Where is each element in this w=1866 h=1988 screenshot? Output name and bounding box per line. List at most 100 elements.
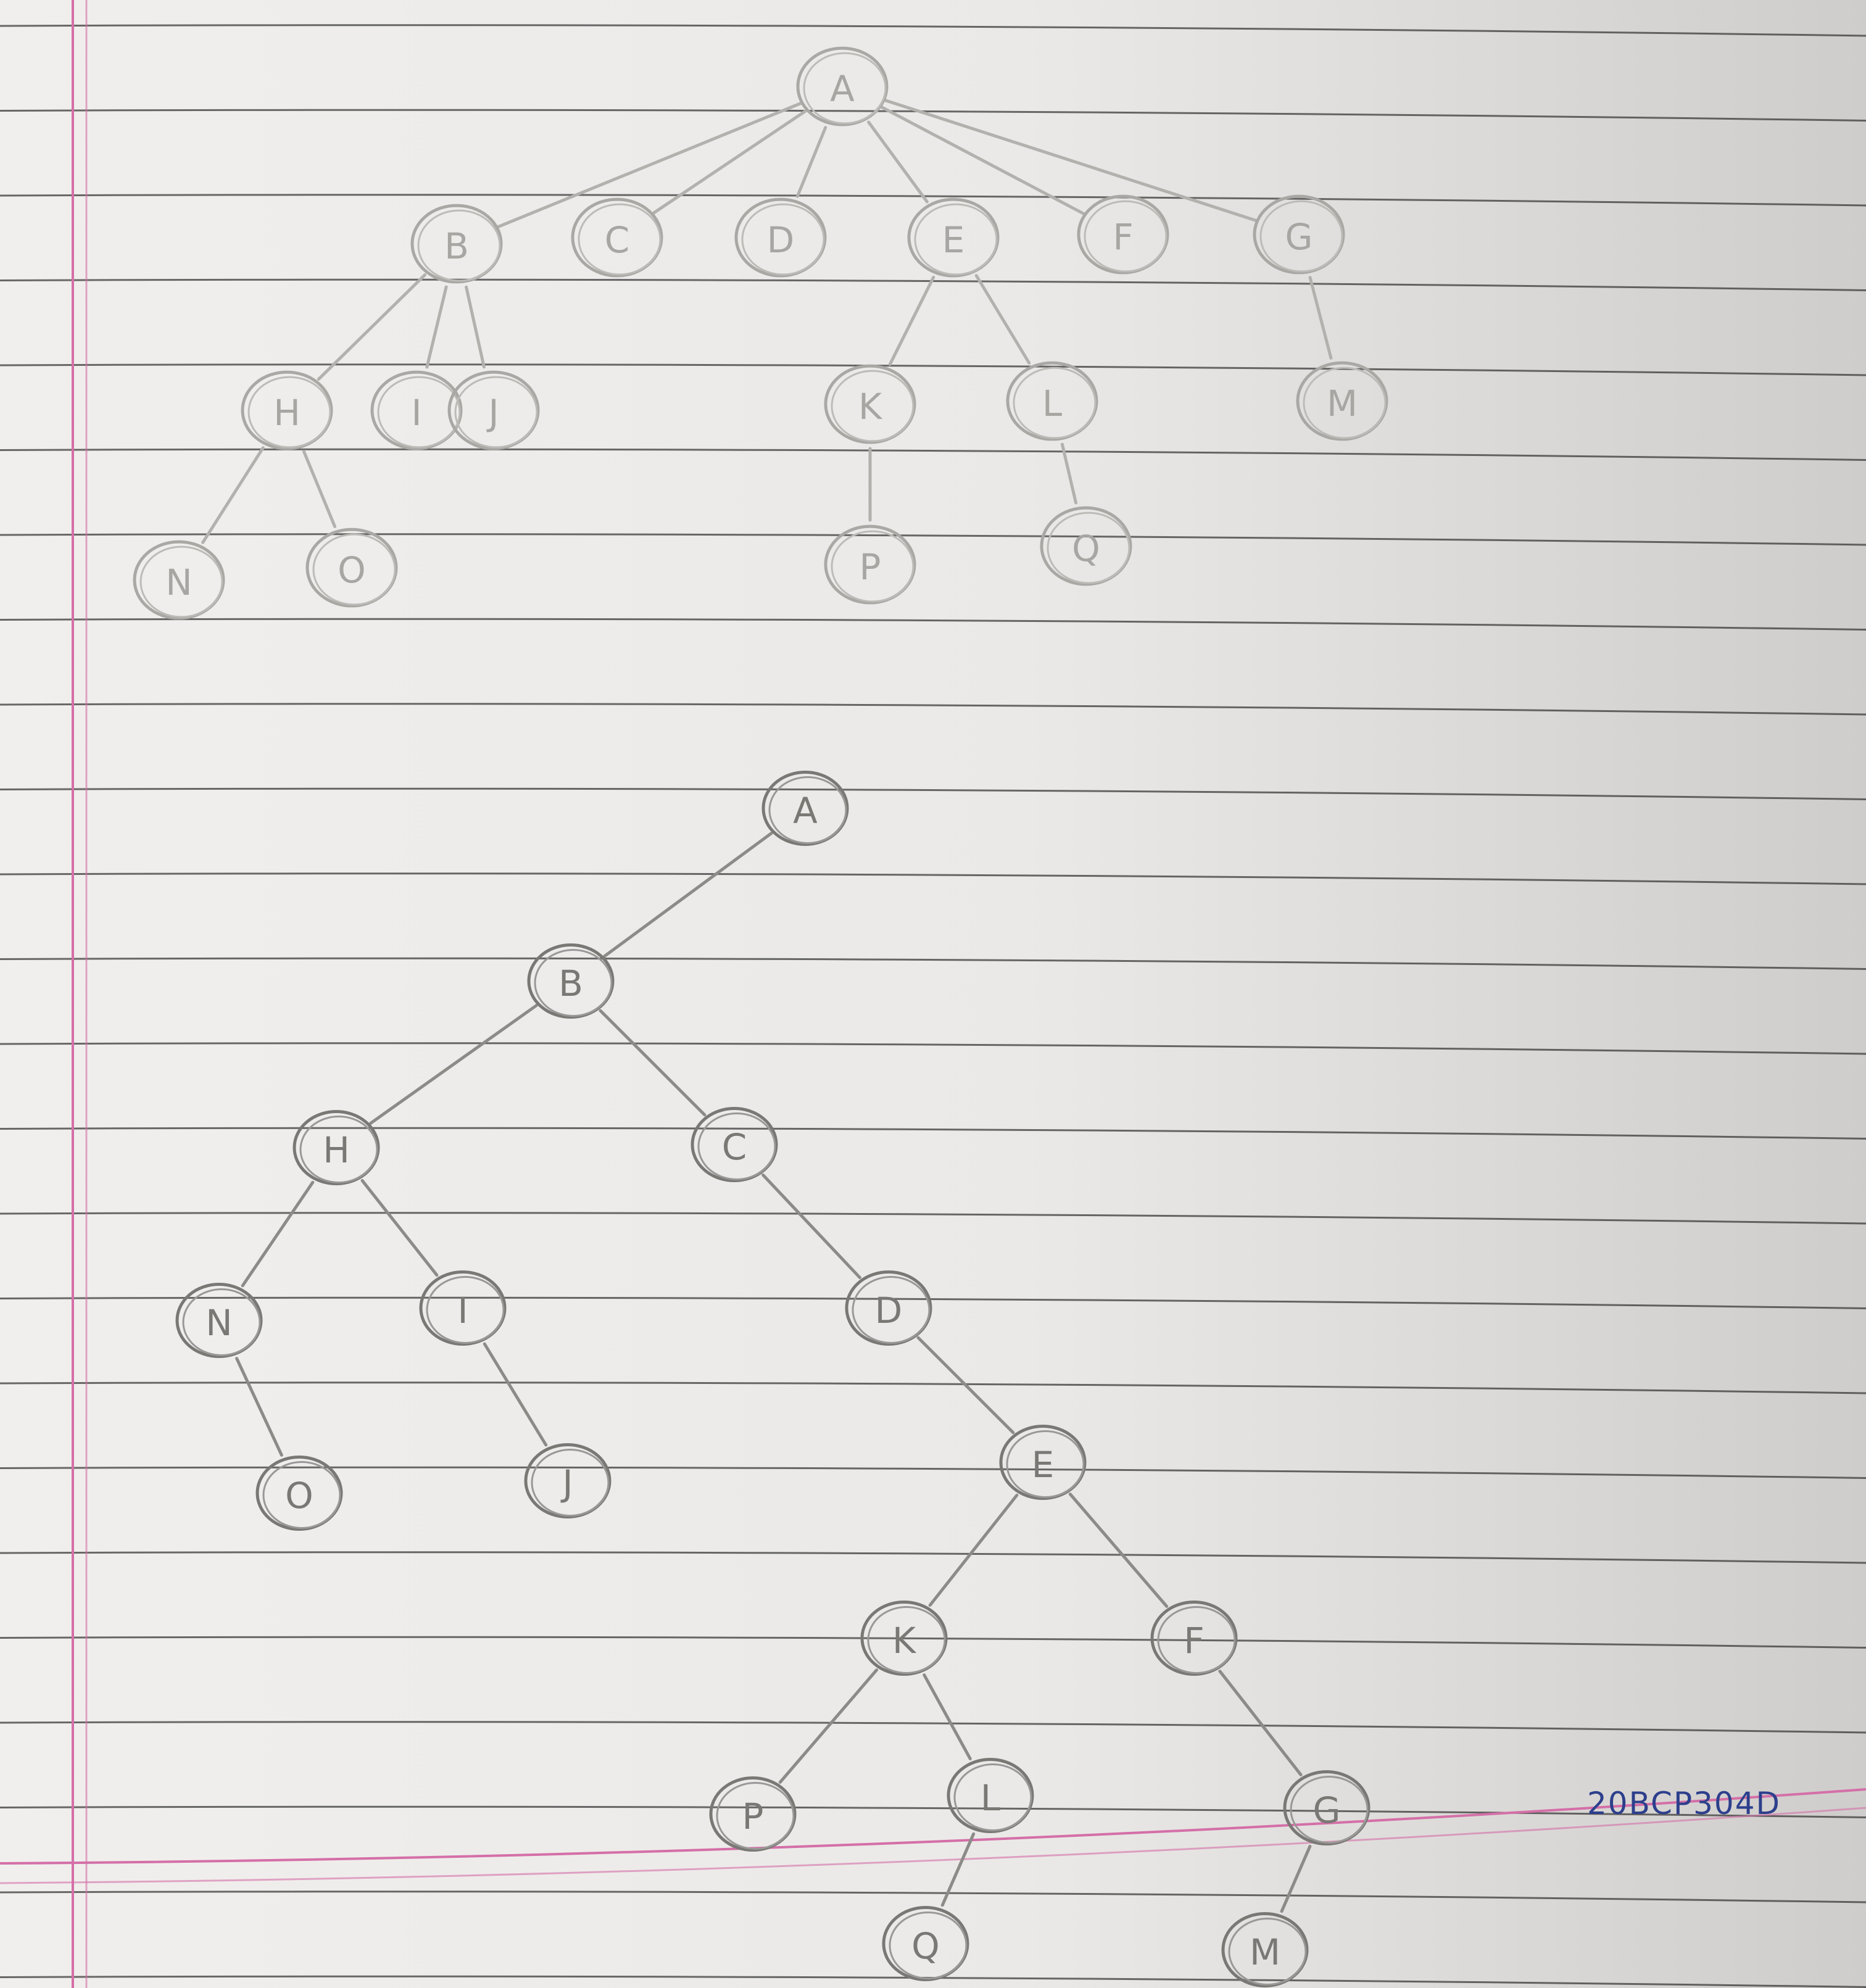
general-tree-edge-a-b [496, 101, 803, 229]
ruled-line [0, 1721, 1866, 1734]
general-tree-edge-a-c [652, 109, 807, 215]
node-label: Q [1072, 528, 1100, 569]
node-circle-retrace [312, 533, 396, 606]
roll-number: 20BCP304D [1587, 1786, 1781, 1821]
node-circle-retrace [716, 1782, 795, 1850]
node-label: I [457, 1290, 468, 1332]
binary-tree-node-c: C [690, 1107, 778, 1182]
node-circle-retrace [578, 203, 661, 276]
binary-tree-edge-f-g [1218, 1670, 1303, 1776]
general-tree-node-e: E [907, 197, 1000, 278]
binary-tree-edges [235, 831, 1312, 1913]
node-circle-retrace [1259, 200, 1343, 273]
node-circle [1283, 1770, 1370, 1845]
binary-tree-node-h: H [292, 1110, 380, 1185]
node-label: L [981, 1777, 1000, 1819]
node-label: D [767, 219, 795, 261]
node-label: Q [911, 1925, 940, 1967]
node-label: C [722, 1126, 747, 1168]
node-circle [524, 1443, 612, 1518]
node-circle [571, 197, 663, 278]
general-tree-edge-a-g [882, 98, 1259, 223]
node-label: G [1313, 1789, 1341, 1831]
ruled-line [0, 278, 1866, 291]
node-label: N [165, 561, 192, 603]
node-label: K [858, 386, 883, 428]
node-label: L [1042, 383, 1062, 425]
general-tree-node-j: J [447, 370, 540, 450]
general-tree-edge-h-o [302, 450, 337, 528]
general-tree-edge-a-d [795, 126, 827, 198]
node-circle [305, 528, 398, 608]
general-tree-edge-b-i [425, 285, 448, 369]
node-circle-retrace [697, 1112, 776, 1180]
node-circle-retrace [426, 1276, 505, 1344]
node-circle [419, 1270, 507, 1346]
ruled-line [0, 618, 1866, 631]
node-circle [824, 364, 916, 444]
general-tree-edge-a-f [880, 106, 1085, 215]
node-label: H [323, 1129, 350, 1171]
node-circle [1253, 194, 1345, 275]
node-circle [1296, 361, 1388, 441]
binary-tree-edge-h-i [360, 1178, 439, 1277]
node-circle-retrace [1013, 367, 1097, 439]
node-circle-retrace [417, 209, 501, 282]
ruled-line [0, 1805, 1866, 1818]
node-label: C [605, 219, 630, 261]
binary-tree-node-e: E [999, 1425, 1087, 1500]
ruled-lines [0, 24, 1866, 1988]
ruled-line [0, 787, 1866, 800]
ruled-line [0, 533, 1866, 546]
node-circle [882, 1906, 969, 1981]
margin-line-bottom [0, 1788, 1866, 1865]
node-circle-retrace [741, 203, 825, 276]
general-tree-edge-e-l [974, 274, 1031, 365]
node-label: B [444, 225, 469, 267]
ruled-line [0, 363, 1866, 376]
node-circle-retrace [889, 1911, 968, 1979]
node-label: A [830, 68, 855, 110]
node-circle [761, 771, 849, 846]
node-circle-retrace [1290, 1776, 1369, 1844]
node-circle [999, 1425, 1087, 1500]
node-circle [734, 197, 827, 278]
node-circle-retrace [454, 376, 538, 449]
node-circle-retrace [852, 1276, 931, 1344]
node-circle-retrace [534, 949, 613, 1017]
node-circle [1077, 194, 1169, 275]
general-tree-node-f: F [1077, 194, 1169, 275]
node-circle-retrace [182, 1288, 261, 1356]
binary-tree-edge-e-k [928, 1493, 1019, 1607]
node-label: P [860, 546, 881, 588]
binary-tree-node-q: Q [882, 1906, 969, 1981]
binary-tree-node-f: F [1150, 1601, 1238, 1676]
node-circle [255, 1456, 343, 1531]
ruled-line [0, 703, 1866, 716]
binary-tree-node-n: N [175, 1283, 263, 1358]
general-tree-node-l: L [1006, 361, 1098, 441]
general-tree-edges [201, 98, 1333, 544]
general-tree-node-c: C [571, 197, 663, 278]
node-circle-retrace [953, 1763, 1032, 1831]
ruled-line [0, 194, 1866, 207]
ruled-line [0, 24, 1866, 37]
binary-tree-node-i: I [419, 1270, 507, 1346]
binary-tree-edge-k-l [923, 1673, 972, 1760]
node-circle-retrace [914, 203, 998, 276]
node-label: K [892, 1620, 917, 1662]
node-label: P [742, 1795, 764, 1837]
general-tree-edge-g-m [1308, 276, 1333, 360]
node-circle [175, 1283, 263, 1358]
general-tree-node-d: D [734, 197, 827, 278]
node-circle [447, 370, 540, 450]
general-tree-node-n: N [133, 540, 225, 620]
node-circle-retrace [867, 1606, 946, 1674]
ruled-line [0, 1466, 1866, 1479]
node-label: A [793, 790, 818, 832]
binary-tree-node-l: L [947, 1758, 1034, 1833]
binary-tree-edge-d-e [916, 1336, 1015, 1435]
